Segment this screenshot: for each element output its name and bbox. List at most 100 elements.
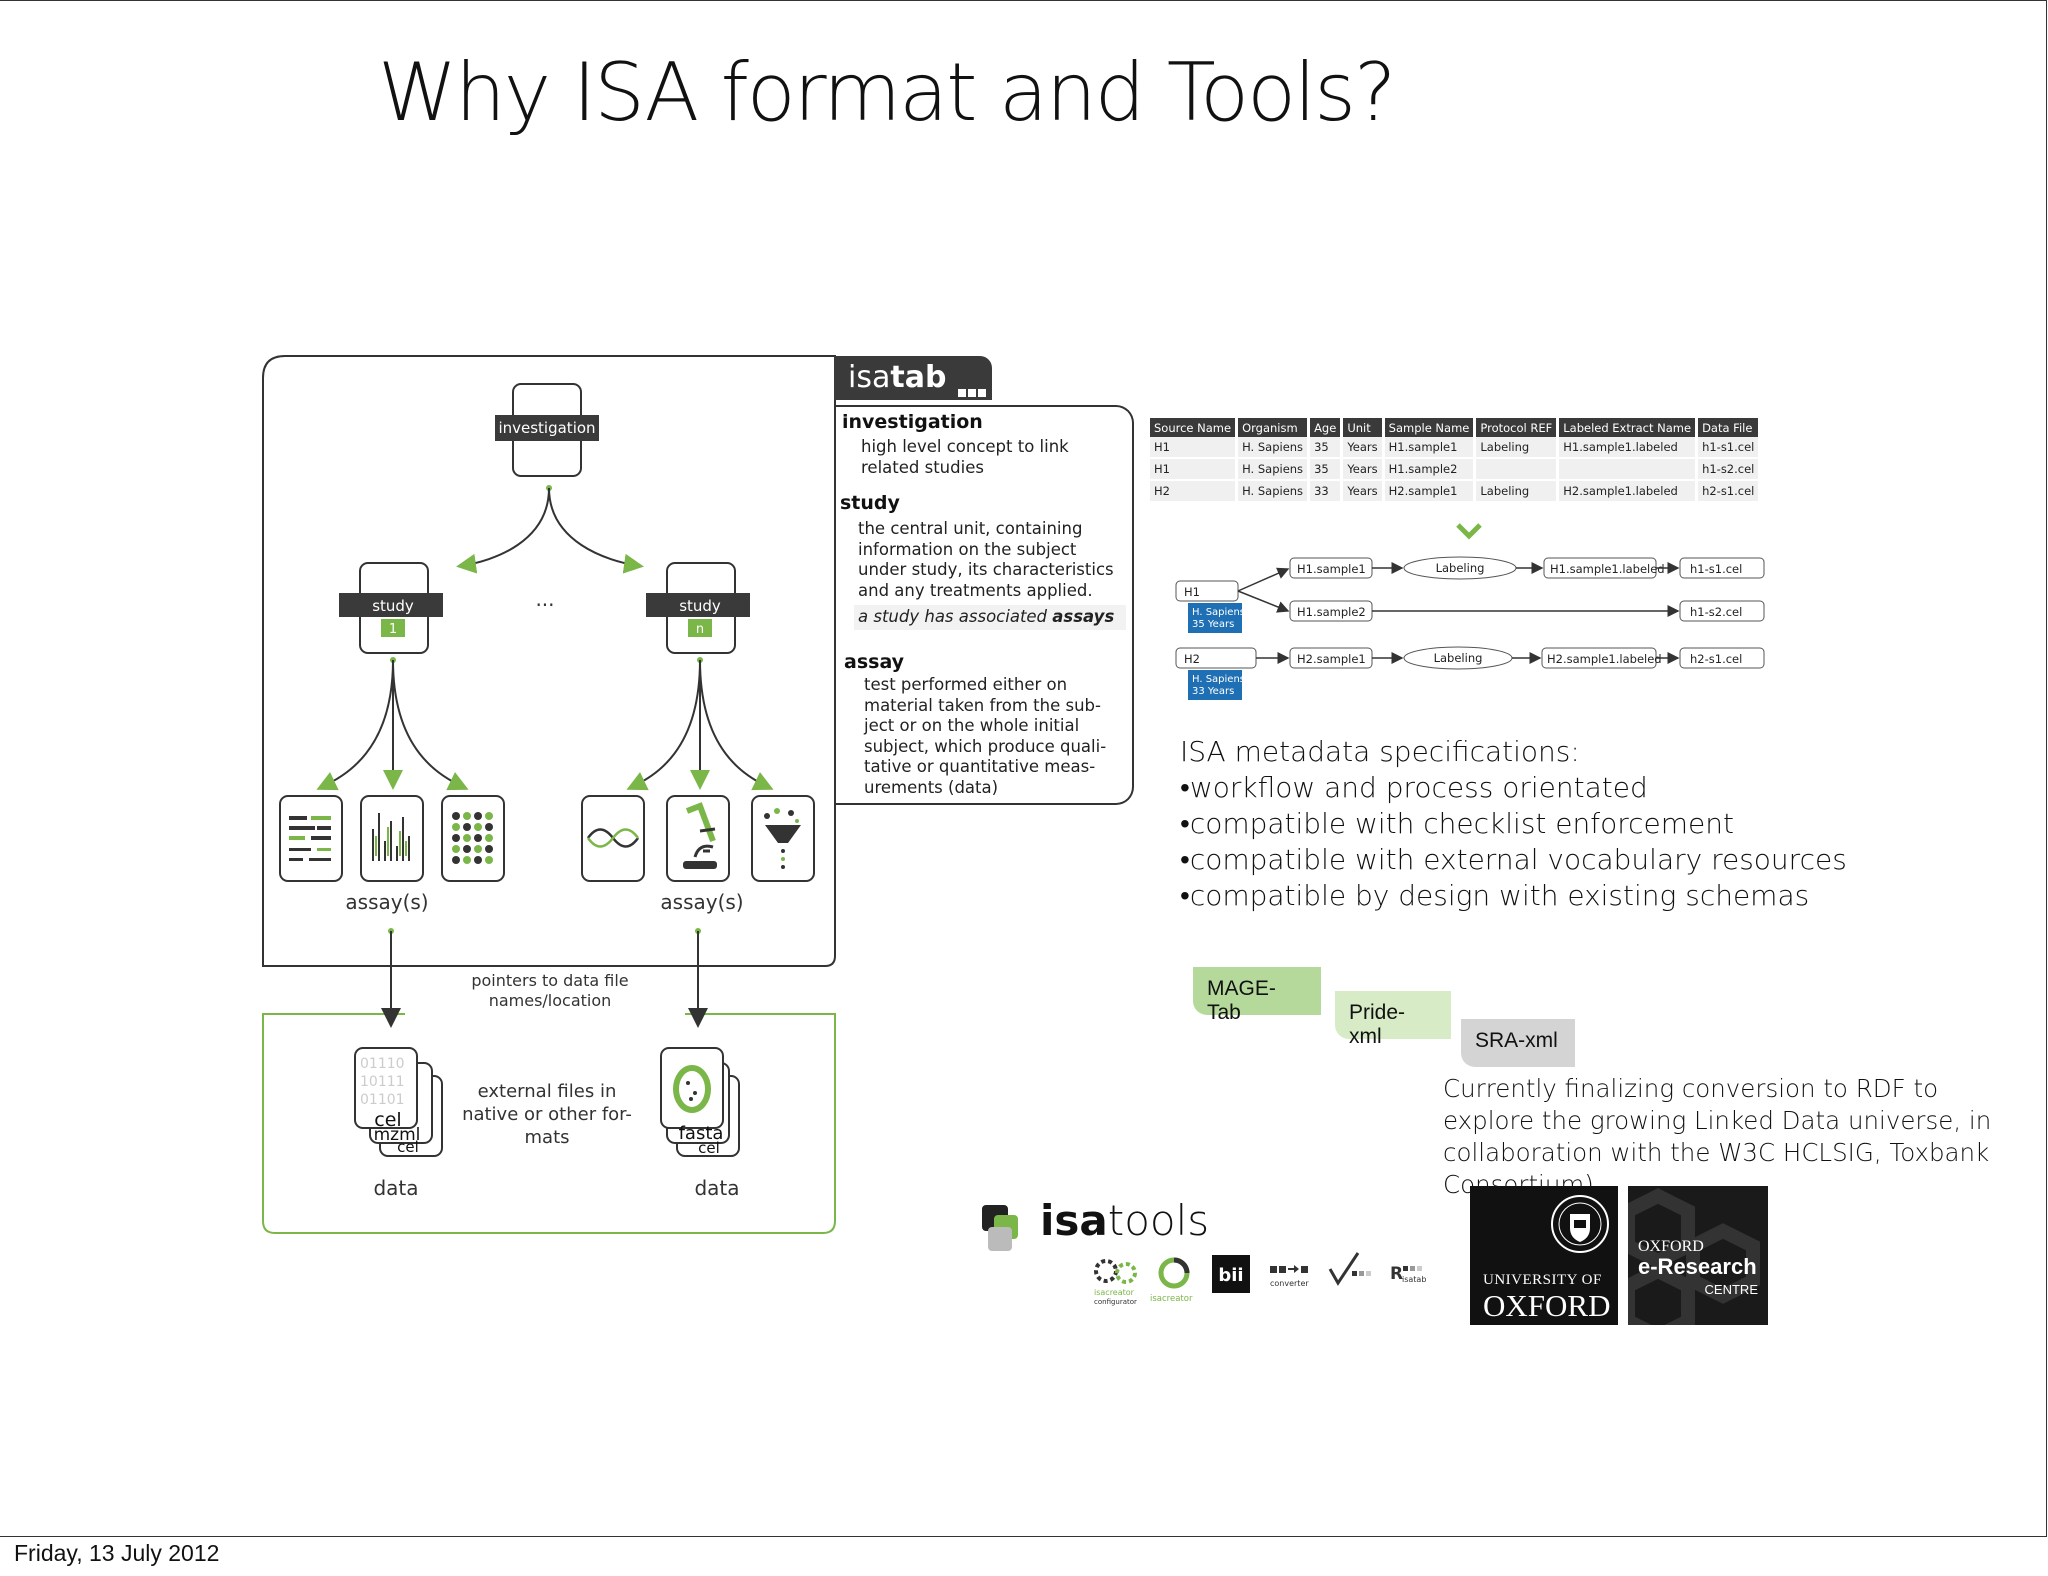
flow-h2-sample1: H2.sample1 [1297, 652, 1366, 666]
flow-h1-sample2: H1.sample2 [1297, 605, 1366, 619]
external-files-line2: native or other for- [462, 1104, 632, 1125]
bii-icon: bii [1212, 1255, 1250, 1293]
table-cell: H. Sapiens [1238, 481, 1308, 503]
table-cell: h1-s1.cel [1698, 437, 1759, 459]
study-definition: the central unit, containing information… [858, 519, 1114, 600]
data-label-left: data [373, 1176, 418, 1200]
investigation-term: investigation [842, 411, 983, 433]
rdf-note: Currently finalizing conversion to RDF t… [1443, 1074, 1992, 1199]
table-cell: Years [1343, 459, 1382, 481]
flow-h1-labeled: H1.sample1.labeled [1550, 562, 1665, 576]
risatab-label: isatab [1402, 1275, 1426, 1284]
external-files-line3: mats [525, 1127, 570, 1148]
table-cell: H2.sample1.labeled [1559, 481, 1696, 503]
isacreator-label: isacreator [1150, 1294, 1193, 1304]
flow-h2: H2 [1184, 652, 1200, 666]
oerc-bottom-text: CENTRE [1704, 1282, 1758, 1297]
table-column-header: Source Name [1150, 418, 1236, 437]
flow-h1-sample1: H1.sample1 [1297, 562, 1366, 576]
sample-flow-diagram: H1 H. Sapiens 35 Years H1.sample1 Labeli… [1175, 556, 1765, 700]
converter-label: converter [1270, 1279, 1309, 1288]
flow-h1-badge-line1: H. Sapiens [1192, 607, 1245, 618]
table-column-header: Labeled Extract Name [1559, 418, 1696, 437]
isacreator-configurator-label: isacreator [1094, 1288, 1135, 1297]
study-n-label: study [679, 597, 721, 615]
assay-icon-dna [581, 795, 645, 882]
flow-h2-badge-line2: 33 Years [1192, 686, 1234, 697]
file-label-fasta: fasta [679, 1123, 724, 1144]
table-cell: Labeling [1476, 481, 1557, 503]
oxford-big-text: OXFORD [1483, 1288, 1611, 1323]
study-ellipsis: ... [535, 587, 554, 611]
isatools-prefix: isa [1040, 1196, 1108, 1245]
isacreator-configurator-sublabel: configurator [1094, 1298, 1137, 1306]
table-column-header: Protocol REF [1476, 418, 1557, 437]
flow-h2-badge-line1: H. Sapiens [1192, 674, 1245, 685]
format-tag-sra-xml: SRA-xml [1461, 1019, 1575, 1067]
table-cell: H1.sample2 [1384, 459, 1474, 481]
table-column-header: Age [1310, 418, 1341, 437]
file-label-mzml: mzml [374, 1125, 421, 1145]
table-cell [1476, 459, 1557, 481]
svg-text:01101: 01101 [360, 1092, 405, 1108]
oxford-small-text: UNIVERSITY OF [1483, 1272, 1602, 1288]
table-cell: Years [1343, 437, 1382, 459]
assay-icon-microarray [441, 795, 505, 882]
assay-definition: test performed either on material taken … [864, 675, 1107, 797]
footer-date: Friday, 13 July 2012 [14, 1540, 220, 1566]
table-column-header: Sample Name [1384, 418, 1474, 437]
investigation-definition: high level concept to link related studi… [861, 437, 1069, 477]
assays-label-left: assay(s) [345, 890, 428, 914]
isatab-definitions-panel: investigation high level concept to link… [836, 405, 1134, 805]
table-cell: 35 [1310, 437, 1341, 459]
data-frame [262, 1013, 836, 1234]
isatools-logo-mark-icon [982, 1205, 1030, 1255]
risatab-r-label: R [1390, 1264, 1403, 1284]
oxford-university-logo: UNIVERSITY OF OXFORD [1470, 1186, 1618, 1325]
study-1-label: study [372, 597, 414, 615]
oerc-mid-text: e-Research [1638, 1254, 1757, 1279]
slide: Why ISA format and Tools? investigation [0, 0, 2047, 1537]
flow-h1-badge-line2: 35 Years [1192, 619, 1234, 630]
flow-h1-s2: h1-s2.cel [1690, 605, 1742, 619]
assay-icon-spectrum [360, 795, 424, 882]
spec-item: •compatible with external vocabulary res… [1180, 843, 1847, 876]
hexagon-pattern-icon [1628, 1188, 1760, 1325]
data-label-right: data [694, 1176, 739, 1200]
isatab-tab-prefix: isa [848, 360, 891, 395]
bii-label: bii [1218, 1265, 1243, 1286]
investigation-label: investigation [498, 419, 595, 437]
oxford-eresearch-centre-logo: OXFORD e-Research CENTRE [1628, 1186, 1768, 1325]
isacreator-configurator-icon: isacreator configurator [1094, 1259, 1137, 1306]
isatools-suffix: tools [1107, 1196, 1210, 1245]
table-cell: H2 [1150, 481, 1236, 503]
svg-text:10111: 10111 [360, 1074, 405, 1090]
study-term: study [840, 492, 900, 514]
table-cell: Labeling [1476, 437, 1557, 459]
slide-title: Why ISA format and Tools? [378, 46, 1396, 139]
table-cell: H1.sample1 [1384, 437, 1474, 459]
study-note-text: a study has associated [858, 607, 1053, 626]
assay-icon-gel [279, 795, 343, 882]
table-column-header: Unit [1343, 418, 1382, 437]
tool-icons-row: isacreator configurator isacreator bii c… [1094, 1252, 1426, 1306]
table-cell: H1 [1150, 459, 1236, 481]
table-cell [1559, 459, 1696, 481]
flow-h1-s1: h1-s1.cel [1690, 562, 1742, 576]
study-1-number: 1 [389, 622, 397, 637]
chevron-down-icon [1456, 523, 1482, 540]
study-note: a study has associated assays [854, 605, 1126, 630]
flow-h2-s1: h2-s1.cel [1690, 652, 1742, 666]
pointers-text-line2: names/location [489, 991, 612, 1010]
table-cell: H2.sample1 [1384, 481, 1474, 503]
table-cell: h2-s1.cel [1698, 481, 1759, 503]
table-column-header: Organism [1238, 418, 1308, 437]
oxford-crest-icon [1551, 1195, 1609, 1253]
isatab-tab-bold: tab [890, 360, 947, 395]
data-files-right: fasta cel [660, 1047, 740, 1157]
